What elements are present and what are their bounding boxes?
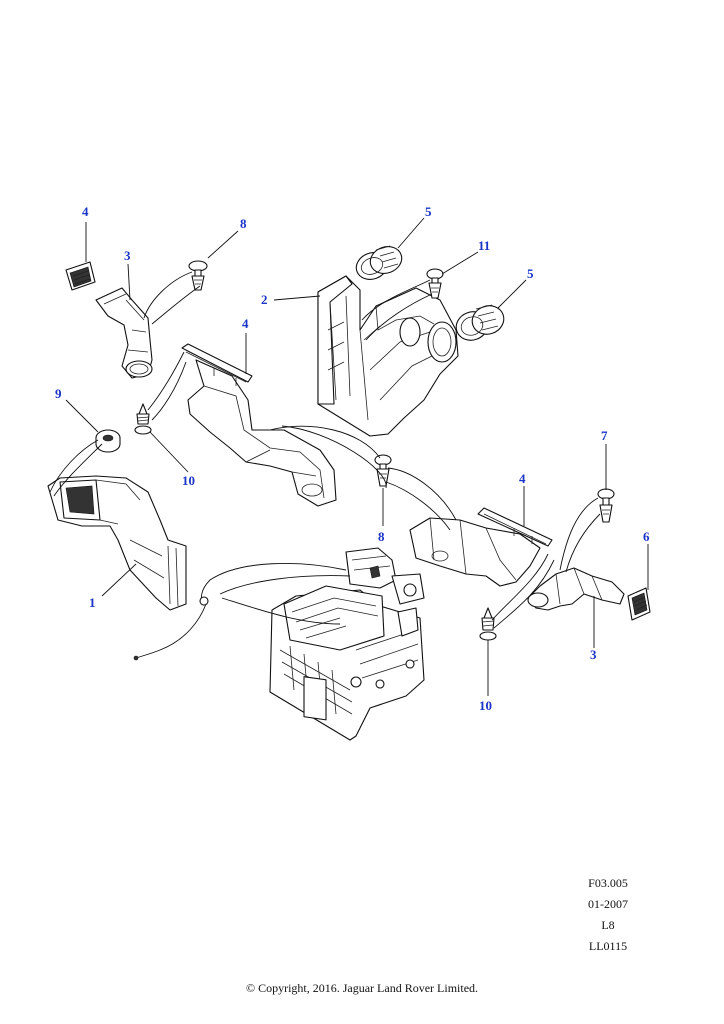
part-3-elbow-duct-left: [95, 287, 153, 379]
part-1-footwell-duct: [47, 475, 187, 611]
callout-6-right: 6: [643, 529, 650, 544]
callout-3-right: 3: [590, 647, 597, 662]
callout-6-top-left: 4: [82, 204, 89, 219]
part-8-push-clip-top: [188, 260, 208, 291]
part-3-elbow-duct-right: [527, 567, 625, 611]
callout-8-middle: 8: [378, 529, 385, 544]
callout-labels: 4 3 8 2 5 11 5 4 9 10 7 4 8 6 1 3 10: [55, 204, 650, 713]
callout-8-top: 8: [240, 216, 247, 231]
callout-5-right: 5: [527, 266, 534, 281]
part-5-round-vent-upper: [355, 245, 403, 280]
model-level: L8: [601, 918, 615, 932]
callout-4-right: 4: [519, 471, 526, 486]
part-10-screw-left: [134, 403, 152, 435]
part-5-round-vent-right: [455, 304, 505, 341]
copyright-notice: © Copyright, 2016. Jaguar Land Rover Lim…: [245, 981, 479, 995]
figure-number: F03.005: [588, 876, 628, 890]
callout-3-top-left: 3: [124, 248, 131, 263]
callout-9: 9: [55, 386, 62, 401]
callout-11: 11: [478, 238, 490, 253]
part-2-centre-vent-manifold: [317, 275, 459, 437]
control-cables: [133, 562, 351, 661]
part-7-push-clip: [597, 488, 615, 523]
callout-5-top: 5: [425, 204, 432, 219]
part-10-screw-right: [479, 607, 497, 641]
callout-1: 1: [89, 595, 96, 610]
leader-lines: [49, 217, 649, 696]
callout-4-top: 4: [242, 316, 249, 331]
illustration-code: LL0115: [588, 939, 628, 953]
callout-10-left: 10: [182, 473, 195, 488]
part-6-vent-grille-right: [627, 587, 651, 621]
part-11-push-clip: [426, 268, 444, 299]
callout-7: 7: [601, 428, 608, 443]
heater-unit-assembly: [269, 547, 425, 741]
revision-date: 01-2007: [588, 897, 628, 911]
callout-2: 2: [261, 292, 268, 307]
part-6-vent-grille-left: [65, 261, 96, 291]
callout-10-right: 10: [479, 698, 492, 713]
part-4-side-duct-left: [181, 343, 337, 507]
part-4-side-duct-right: [409, 507, 553, 587]
part-9-grommet: [95, 429, 121, 453]
